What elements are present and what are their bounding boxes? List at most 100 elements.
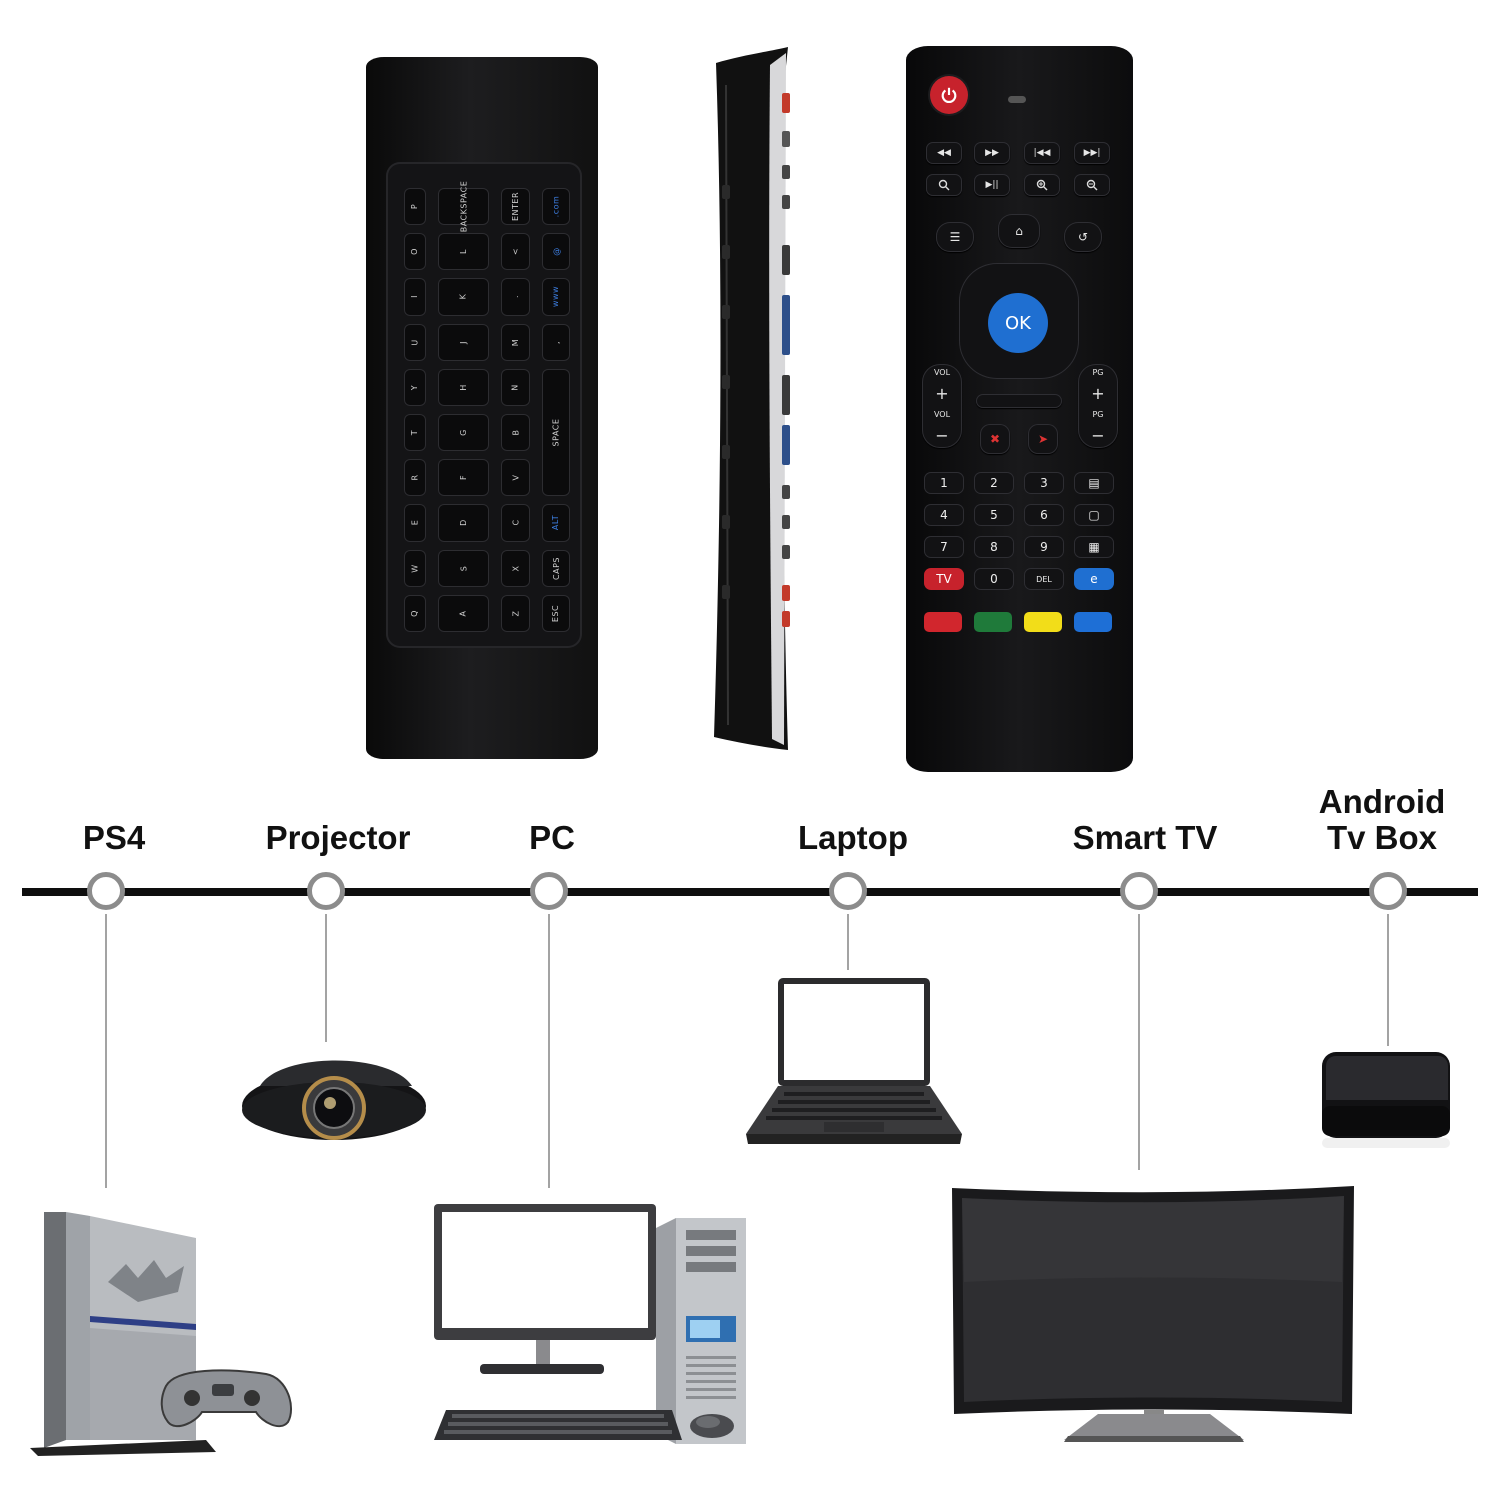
timeline-line bbox=[22, 888, 1478, 896]
fast-forward-icon: ▶▶ bbox=[985, 148, 999, 158]
scroll-bar-button[interactable] bbox=[976, 394, 1062, 408]
tv-button[interactable]: TV bbox=[924, 568, 964, 590]
fast-forward-button[interactable]: ▶▶ bbox=[974, 142, 1010, 164]
key-y[interactable]: Y bbox=[404, 368, 426, 406]
label-pc: PC bbox=[529, 819, 575, 856]
key-u[interactable]: U bbox=[404, 323, 426, 361]
key-j[interactable]: J bbox=[437, 323, 490, 361]
key-label: .com bbox=[551, 195, 561, 218]
key-s[interactable]: S bbox=[437, 549, 490, 587]
key-[interactable]: , bbox=[542, 323, 570, 361]
key-[interactable]: < bbox=[501, 233, 531, 271]
key-w[interactable]: W bbox=[404, 549, 426, 587]
key-esc[interactable]: ESC bbox=[542, 594, 570, 632]
green-button[interactable] bbox=[974, 612, 1012, 632]
number-key-7[interactable]: 7 bbox=[924, 536, 964, 558]
key-h[interactable]: H bbox=[437, 368, 490, 406]
keyboard-toggle-button[interactable]: ▤ bbox=[1074, 472, 1114, 494]
key-alt[interactable]: ALT bbox=[542, 504, 570, 542]
key-label: S bbox=[458, 565, 468, 571]
pg-minus: − bbox=[1091, 425, 1105, 445]
key-m[interactable]: M bbox=[501, 323, 531, 361]
number-key-2[interactable]: 2 bbox=[974, 472, 1014, 494]
desktop-pc-image bbox=[434, 1204, 746, 1444]
key-a[interactable]: A bbox=[437, 594, 490, 632]
key-enter[interactable]: ENTER bbox=[501, 188, 531, 226]
zoom-in-button[interactable] bbox=[1024, 174, 1060, 196]
apps-icon: ▦ bbox=[1088, 540, 1100, 554]
zoom-out-button[interactable] bbox=[1074, 174, 1110, 196]
yellow-button[interactable] bbox=[1024, 612, 1062, 632]
key-o[interactable]: O bbox=[404, 233, 426, 271]
next-track-button[interactable]: ▶▶| bbox=[1074, 142, 1110, 164]
number-key-1[interactable]: 1 bbox=[924, 472, 964, 494]
number-key-4[interactable]: 4 bbox=[924, 504, 964, 526]
key-[interactable]: . bbox=[501, 278, 531, 316]
blue-button[interactable] bbox=[1074, 612, 1112, 632]
key-[interactable]: @ bbox=[542, 233, 570, 271]
volume-rocker[interactable]: VOL + VOL − bbox=[922, 364, 962, 448]
delete-button[interactable]: DEL bbox=[1024, 568, 1064, 590]
number-key-3[interactable]: 3 bbox=[1024, 472, 1064, 494]
pg-plus: + bbox=[1091, 383, 1105, 403]
key-c[interactable]: C bbox=[501, 504, 531, 542]
key-p[interactable]: P bbox=[404, 188, 426, 226]
apps-button[interactable]: ▦ bbox=[1074, 536, 1114, 558]
page-rocker[interactable]: PG + PG − bbox=[1078, 364, 1118, 448]
key-r[interactable]: R bbox=[404, 459, 426, 497]
screen-button[interactable]: ▢ bbox=[1074, 504, 1114, 526]
key-label: M bbox=[511, 338, 521, 346]
menu-button[interactable]: ☰ bbox=[936, 222, 974, 252]
key-f[interactable]: F bbox=[437, 459, 490, 497]
key-label: Q bbox=[410, 609, 420, 617]
key-v[interactable]: V bbox=[501, 459, 531, 497]
key-e[interactable]: E bbox=[404, 504, 426, 542]
key-z[interactable]: Z bbox=[501, 594, 531, 632]
number-key-6[interactable]: 6 bbox=[1024, 504, 1064, 526]
browser-button[interactable]: e bbox=[1074, 568, 1114, 590]
key-label: C bbox=[511, 519, 521, 527]
home-icon: ⌂ bbox=[1015, 224, 1023, 238]
number-key-9[interactable]: 9 bbox=[1024, 536, 1064, 558]
key-x[interactable]: X bbox=[501, 549, 531, 587]
key-label: < bbox=[511, 248, 521, 256]
key-com[interactable]: .com bbox=[542, 188, 570, 226]
key-label: BACKSPACE bbox=[458, 180, 468, 233]
connector-ps4 bbox=[105, 914, 107, 1188]
key-d[interactable]: D bbox=[437, 504, 490, 542]
mute-button[interactable]: ✖ bbox=[980, 424, 1010, 454]
previous-track-button[interactable]: |◀◀ bbox=[1024, 142, 1060, 164]
number-key-5[interactable]: 5 bbox=[974, 504, 1014, 526]
number-key-0[interactable]: 0 bbox=[974, 568, 1014, 590]
android-tv-box-image bbox=[1322, 1052, 1450, 1148]
key-g[interactable]: G bbox=[437, 414, 490, 452]
key-www[interactable]: www bbox=[542, 278, 570, 316]
back-icon: ↺ bbox=[1077, 230, 1089, 244]
red-button[interactable] bbox=[924, 612, 962, 632]
back-button[interactable]: ↺ bbox=[1064, 222, 1102, 252]
key-l[interactable]: L bbox=[437, 233, 490, 271]
key-n[interactable]: N bbox=[501, 368, 531, 406]
key-i[interactable]: I bbox=[404, 278, 426, 316]
play-pause-button[interactable]: ▶|| bbox=[974, 174, 1010, 196]
mouse-mode-button[interactable]: ➤ bbox=[1028, 424, 1058, 454]
key-label: P bbox=[410, 203, 420, 210]
key-t[interactable]: T bbox=[404, 414, 426, 452]
key-k[interactable]: K bbox=[437, 278, 490, 316]
key-backspace[interactable]: BACKSPACE bbox=[437, 181, 490, 232]
key-caps[interactable]: CAPS bbox=[542, 549, 570, 587]
led-indicator bbox=[1008, 96, 1026, 103]
ok-button[interactable]: OK bbox=[988, 293, 1048, 353]
next-icon: ▶▶| bbox=[1083, 148, 1101, 158]
key-b[interactable]: B bbox=[501, 414, 531, 452]
search-button[interactable] bbox=[926, 174, 962, 196]
key-label: W bbox=[410, 563, 420, 573]
key-space[interactable]: SPACE bbox=[542, 368, 570, 497]
rewind-button[interactable]: ◀◀ bbox=[926, 142, 962, 164]
home-button[interactable]: ⌂ bbox=[998, 214, 1040, 248]
key-label: D bbox=[458, 519, 468, 527]
key-q[interactable]: Q bbox=[404, 594, 426, 632]
label-laptop: Laptop bbox=[798, 819, 908, 856]
power-button[interactable] bbox=[930, 76, 968, 114]
number-key-8[interactable]: 8 bbox=[974, 536, 1014, 558]
